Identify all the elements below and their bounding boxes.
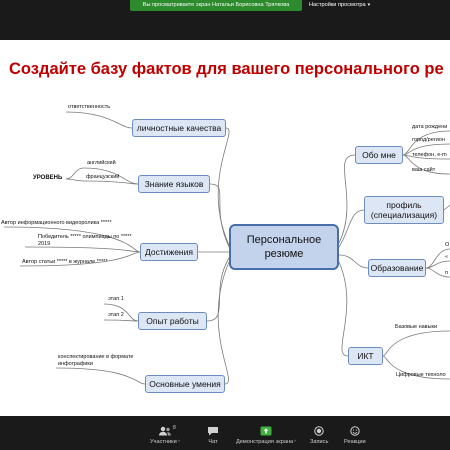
view-options-menu[interactable]: Настройки просмотра▾ bbox=[309, 0, 370, 11]
chat-label: Чат bbox=[208, 439, 218, 445]
shared-screen: Создайте базу фактов для вашего персонал… bbox=[0, 40, 450, 416]
connector-basic bbox=[382, 330, 450, 357]
connector-personal bbox=[217, 127, 230, 246]
connector-skills bbox=[217, 261, 230, 385]
leaf-digital-tech: Цифровые техноло bbox=[396, 372, 446, 378]
connector-about bbox=[338, 154, 356, 244]
chevron-down-icon: ▾ bbox=[367, 2, 371, 8]
view-options-label: Настройки просмотра bbox=[309, 2, 366, 8]
slide-title: Создайте базу фактов для вашего персонал… bbox=[9, 60, 444, 78]
center-line2: резюме bbox=[264, 248, 304, 260]
share-screen-button[interactable]: Демонстрация экрана^ bbox=[236, 426, 296, 445]
connector-edu3 bbox=[425, 267, 450, 278]
participants-icon bbox=[150, 426, 180, 436]
caret-up-icon: ^ bbox=[294, 439, 297, 444]
center-line1: Персональное bbox=[246, 234, 322, 246]
connector-ikt bbox=[338, 261, 349, 357]
connector-profile bbox=[338, 209, 365, 248]
leaf-basic-skills: Базовые навыки bbox=[395, 324, 438, 330]
node-about-me: Обо мне bbox=[355, 146, 403, 164]
share-screen-icon bbox=[236, 426, 296, 436]
node-main-skills: Основные умения bbox=[145, 375, 225, 393]
leaf-education-2: « bbox=[445, 254, 449, 260]
leaf-responsibility: ответственность bbox=[68, 104, 111, 110]
connector-edu2 bbox=[425, 260, 450, 269]
connector-ach3 bbox=[19, 251, 141, 267]
connector-responsibility bbox=[65, 111, 133, 129]
connector-ach1 bbox=[3, 226, 141, 253]
chat-button[interactable]: Чат bbox=[207, 426, 219, 445]
reactions-button[interactable]: Реакции bbox=[344, 426, 366, 445]
smiley-icon bbox=[344, 426, 366, 436]
node-personal-resume: Персональное резюме bbox=[229, 224, 339, 270]
connector-skill1 bbox=[55, 367, 146, 385]
participants-label: Участники bbox=[150, 439, 177, 445]
leaf-phone-email: телефон, e-m bbox=[412, 152, 447, 158]
leaf-education-1: О bbox=[445, 242, 450, 248]
leaf-stage-2: этап 2 bbox=[108, 312, 124, 318]
chat-icon bbox=[207, 426, 219, 436]
connector-experience bbox=[206, 257, 230, 322]
record-button[interactable]: Запись bbox=[310, 426, 328, 445]
leaf-skill-infographics: конспектирование в формате инфографики bbox=[58, 354, 134, 367]
record-icon bbox=[310, 426, 328, 436]
viewing-share-banner: Вы просматриваете экран Натальи Борисовн… bbox=[130, 0, 302, 11]
connector-site bbox=[402, 154, 450, 175]
leaf-birth-date: дата рождени bbox=[412, 124, 448, 130]
participants-count: 8 bbox=[173, 425, 176, 431]
leaf-city-region: город/регион bbox=[412, 137, 445, 143]
node-education: Образование bbox=[368, 259, 426, 277]
leaf-english: английский bbox=[87, 160, 116, 166]
record-label: Запись bbox=[310, 439, 329, 445]
connector-french bbox=[83, 180, 139, 185]
node-achievements: Достижения bbox=[140, 243, 198, 261]
connector-languages bbox=[209, 183, 230, 248]
share-screen-label: Демонстрация экрана bbox=[236, 439, 294, 445]
connector-stage2 bbox=[103, 319, 139, 322]
caret-up-icon: ^ bbox=[177, 439, 180, 444]
connector-ach2 bbox=[24, 246, 141, 253]
node-profile: профиль(специализация) bbox=[364, 196, 444, 224]
leaf-website: ваш сайт bbox=[412, 167, 436, 173]
leaf-achievement-olympiad: Победитель ***** олимпиады по ***** 2019 bbox=[38, 234, 132, 247]
leaf-level: УРОВЕНЬ bbox=[33, 175, 63, 181]
meeting-toolbar: 8 Участники^ Чат Демонстрация экрана^ За… bbox=[0, 416, 450, 450]
leaf-education-3: п bbox=[445, 270, 448, 276]
node-personal-qualities: личностные качества bbox=[132, 119, 226, 137]
leaf-french: французский bbox=[86, 174, 120, 180]
profile-line2: (специализация) bbox=[370, 210, 438, 220]
reactions-label: Реакции bbox=[344, 439, 366, 445]
connector-profile-out bbox=[443, 204, 450, 211]
connector-digital bbox=[382, 355, 450, 380]
node-work-experience: Опыт работы bbox=[138, 312, 207, 330]
mindmap-connectors bbox=[3, 111, 450, 385]
profile-line1: профиль bbox=[386, 200, 422, 210]
node-language-knowledge: Знание языков bbox=[138, 175, 210, 193]
leaf-stage-1: этап 1 bbox=[108, 296, 124, 302]
connector-education bbox=[338, 254, 369, 269]
node-ikt: ИКТ bbox=[348, 347, 383, 365]
share-top-bar: Вы просматриваете экран Натальи Борисовн… bbox=[0, 0, 450, 14]
participants-button[interactable]: 8 Участники^ bbox=[150, 425, 180, 445]
connector-stage1 bbox=[103, 303, 139, 322]
connector-city bbox=[402, 143, 450, 156]
leaf-achievement-article: Автор статьи ***** в журнале ***** bbox=[22, 259, 108, 265]
leaf-achievement-video: Автор информационного видеоролика ***** bbox=[1, 220, 112, 226]
